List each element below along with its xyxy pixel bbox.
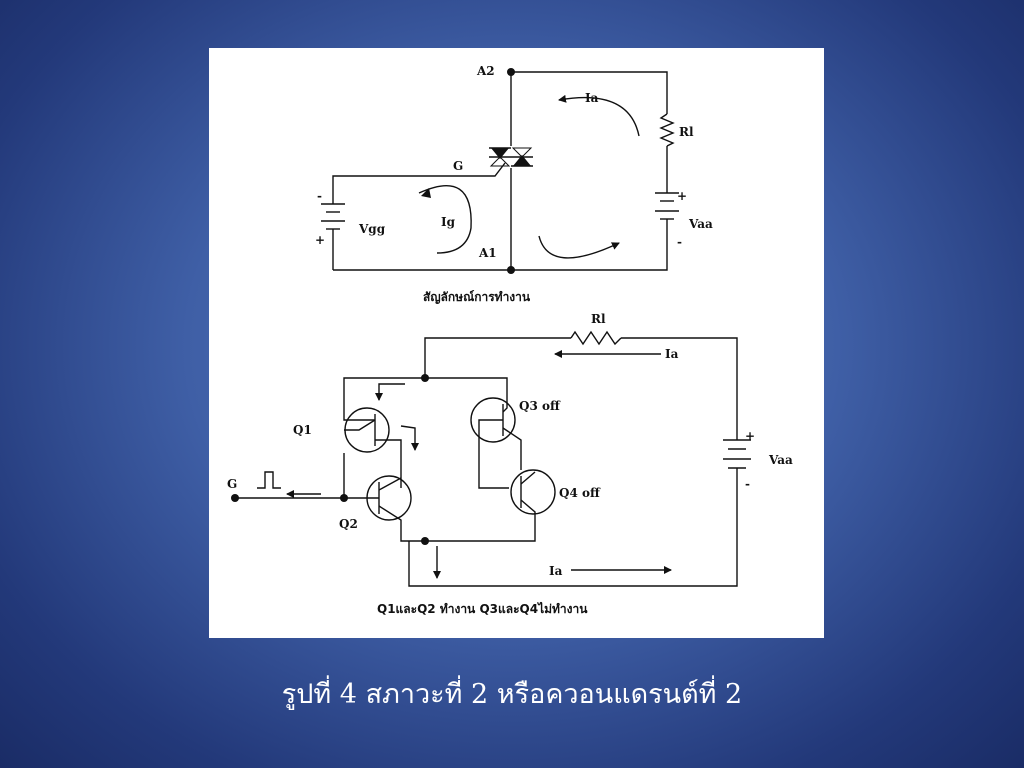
label-ia-bottom: Ia <box>549 564 563 578</box>
label-vaa-plus: + <box>677 189 687 203</box>
resistor-r1 <box>659 113 675 147</box>
circuit-figure: A2 A1 G Ia Ig Rl Vgg Vaa + - - + สัญลักษ… <box>209 48 824 638</box>
label-r1: Rl <box>679 125 694 139</box>
slide-caption: รูปที่ 4 สภาวะที่ 2 หรือควอนแดรนต์ที่ 2 <box>281 679 743 710</box>
junction-dots <box>231 374 429 545</box>
top-caption: สัญลักษณ์การทำงาน <box>423 290 531 304</box>
label-vaa-bottom: Vaa <box>768 453 793 467</box>
triac-circuit <box>321 71 679 271</box>
transistor-q3 <box>470 397 516 443</box>
label-q2: Q2 <box>339 517 358 531</box>
transistor-equivalent-circuit <box>235 330 751 587</box>
bottom-caption: Q1และQ2 ทำงาน Q3และQ4ไม่ทำงาน <box>377 601 588 616</box>
label-vaa-bottom-plus: + <box>745 429 755 443</box>
resistor-r1-bottom <box>570 330 622 346</box>
q1-current-arrow <box>375 383 405 401</box>
wire-a2-r1 <box>511 71 668 114</box>
label-gate: G <box>453 159 463 173</box>
ia-loop-arrow-top <box>558 94 640 137</box>
gate-pulse <box>257 471 281 489</box>
label-vgg: Vgg <box>358 222 386 236</box>
label-a1: A1 <box>478 246 497 260</box>
label-vgg-minus: - <box>317 189 322 203</box>
wire-vaa-a1 <box>511 233 668 271</box>
q1q2-current-arrow <box>400 425 419 451</box>
label-a2: A2 <box>476 64 495 78</box>
transistor-q4 <box>510 469 556 515</box>
label-vgg-plus: + <box>315 233 325 247</box>
label-vaa-minus: - <box>677 235 682 249</box>
label-ig: Ig <box>441 215 456 229</box>
circuit-diagram: A2 A1 G Ia Ig Rl Vgg Vaa + - - + สัญลักษ… <box>227 64 793 616</box>
ia-loop-arrow-bottom <box>538 235 620 259</box>
label-gate-bottom: G <box>227 477 237 491</box>
label-q1: Q1 <box>293 423 312 437</box>
label-vaa-bottom-minus: - <box>745 477 750 491</box>
gate-wire <box>332 162 506 200</box>
label-q3: Q3 off <box>519 399 561 413</box>
label-q4: Q4 off <box>559 486 601 500</box>
label-vaa: Vaa <box>688 217 713 231</box>
label-r1-bottom: Rl <box>591 312 606 326</box>
label-ia: Ia <box>585 91 599 105</box>
ig-loop-arrow <box>418 184 472 254</box>
triac-symbol <box>421 68 533 274</box>
label-ia-top: Ia <box>665 347 679 361</box>
